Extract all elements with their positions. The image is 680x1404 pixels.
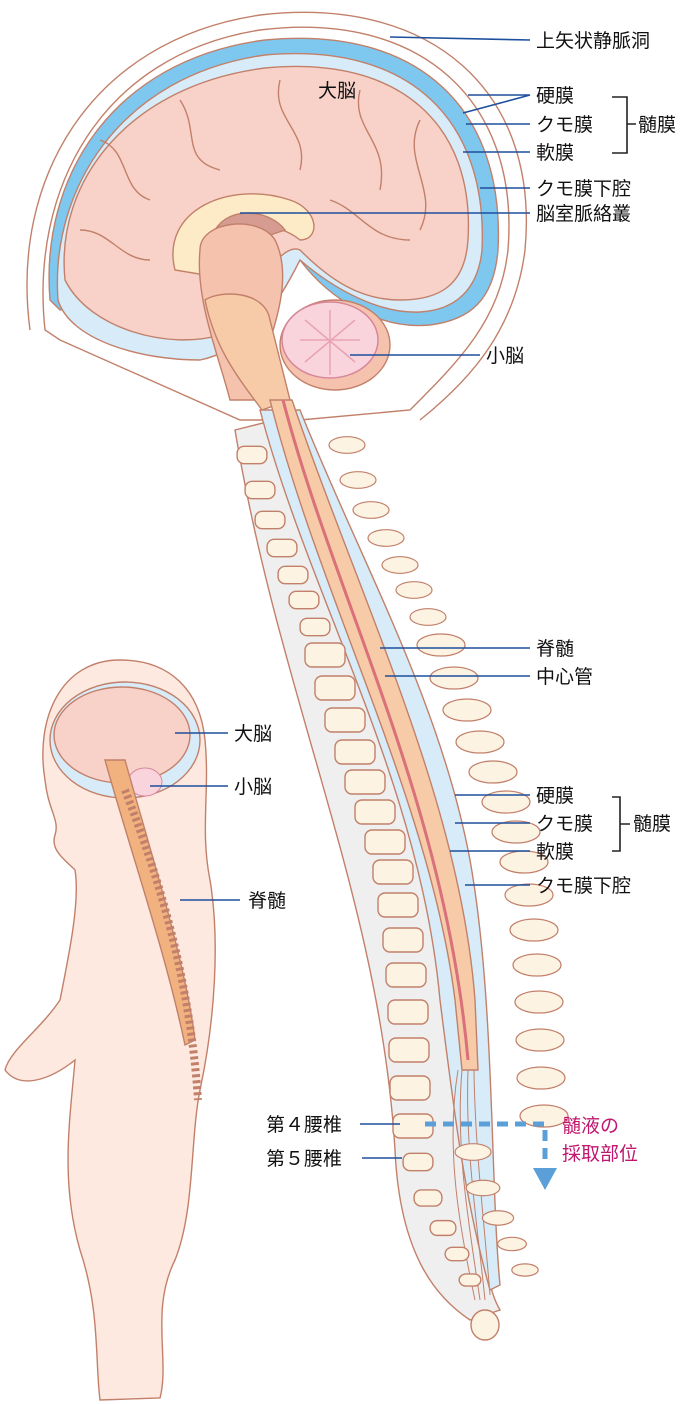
- spinous-process: [455, 730, 505, 754]
- vertebral-body: [254, 510, 286, 530]
- leader-lines: [150, 36, 636, 1159]
- label-spine-pia: 軟膜: [536, 841, 574, 863]
- label-spinal-cord: 脊髄: [536, 638, 574, 660]
- vertebral-body: [288, 590, 320, 610]
- csf-site-arrow: [425, 1121, 557, 1190]
- vertebral-body: [236, 445, 268, 465]
- adult-head: [26, 11, 527, 421]
- label-head-meninges: 髄膜: [638, 114, 676, 136]
- spinous-process: [509, 918, 559, 942]
- label-central-canal: 中心管: [536, 666, 593, 688]
- vertebral-body: [388, 1037, 430, 1063]
- spinous-process: [468, 760, 518, 784]
- spinous-process: [519, 1104, 569, 1128]
- spinous-process: [512, 953, 562, 977]
- label-spine-arachnoid: クモ膜: [536, 813, 593, 835]
- labels: 上矢状静脈洞 大脳 硬膜 クモ膜 髄膜 軟膜 クモ膜下腔 脳室脈絡叢 小脳 脊髄…: [234, 30, 676, 1170]
- spinous-process: [339, 471, 377, 489]
- label-l5: 第５腰椎: [266, 1148, 342, 1170]
- spinous-process: [442, 698, 492, 722]
- spinal-canal: [259, 409, 501, 1292]
- spinous-process: [367, 529, 405, 547]
- spinous-processes: [328, 436, 569, 1277]
- vertebral-body: [387, 999, 429, 1025]
- vertebral-body: [385, 962, 427, 988]
- vertebral-body: [334, 739, 376, 765]
- vertebral-body: [244, 480, 276, 500]
- vertebral-body: [382, 927, 424, 953]
- vertebral-body: [364, 829, 406, 855]
- spinous-process: [504, 883, 554, 907]
- label-spine-subarachnoid: クモ膜下腔: [536, 875, 631, 897]
- spinal-cord: [269, 399, 479, 1071]
- spinous-process: [395, 581, 433, 599]
- spinous-process: [454, 1143, 492, 1161]
- vertebral-body: [413, 1189, 443, 1207]
- spinous-process: [381, 556, 419, 574]
- spinous-process: [491, 820, 541, 844]
- spinous-process: [516, 1066, 566, 1090]
- spinous-process: [416, 633, 466, 657]
- label-spine-dura: 硬膜: [536, 785, 574, 807]
- vertebral-body: [429, 1219, 457, 1237]
- label-choroid-plexus: 脳室脈絡叢: [536, 203, 631, 225]
- spinous-process: [429, 666, 479, 690]
- spinous-process: [481, 790, 531, 814]
- central-canal: [281, 399, 470, 1061]
- spinous-process: [328, 436, 366, 454]
- infant-figure: [4, 659, 216, 1401]
- spinous-process: [511, 1263, 539, 1277]
- label-cerebellum: 小脳: [486, 345, 524, 367]
- vertebral-body: [299, 617, 331, 637]
- label-head-pia: 軟膜: [536, 142, 574, 164]
- gyri: [79, 79, 427, 261]
- spinous-process: [515, 1028, 565, 1052]
- vertebral-body: [444, 1246, 470, 1262]
- label-superior-sagittal-sinus: 上矢状静脈洞: [536, 30, 650, 52]
- vertebral-body: [354, 799, 396, 825]
- coccyx: [470, 1309, 500, 1341]
- cerebellum: [279, 299, 391, 391]
- vertebral-body: [314, 675, 356, 701]
- vertebral-body: [277, 565, 309, 585]
- label-l4: 第４腰椎: [266, 1114, 342, 1136]
- label-infant-cerebellum: 小脳: [234, 776, 272, 798]
- vertebral-body: [389, 1075, 431, 1101]
- spinous-process: [497, 1236, 528, 1252]
- label-infant-spinal-cord: 脊髄: [248, 890, 286, 912]
- label-head-dura: 硬膜: [536, 85, 574, 107]
- vertebral-body: [266, 538, 298, 558]
- label-spine-meninges: 髄膜: [633, 813, 671, 835]
- adult-spine: [234, 399, 569, 1341]
- vertebrae: [236, 445, 482, 1287]
- label-csf-site-line1: 髄液の: [562, 1115, 619, 1137]
- infant-body: [4, 659, 216, 1401]
- label-csf-site-line2: 採取部位: [562, 1143, 638, 1165]
- vertebral-body: [324, 707, 366, 733]
- spinous-process: [352, 501, 390, 519]
- vertebral-body: [344, 769, 386, 795]
- label-cerebrum: 大脳: [318, 80, 356, 102]
- spinous-process: [465, 1179, 501, 1197]
- infant-vertebral-column: [121, 788, 202, 1101]
- spinous-process: [514, 990, 564, 1014]
- vertebral-body: [377, 892, 419, 918]
- vertebral-body: [372, 859, 414, 885]
- vertebral-body: [402, 1152, 434, 1172]
- label-infant-cerebrum: 大脳: [234, 723, 272, 745]
- spinous-process: [481, 1210, 515, 1226]
- vertebral-body: [304, 642, 346, 668]
- label-head-arachnoid: クモ膜: [536, 114, 593, 136]
- spinous-process: [409, 608, 447, 626]
- vertebral-body: [458, 1273, 482, 1287]
- label-head-subarachnoid: クモ膜下腔: [536, 178, 631, 200]
- scalp-outline: [26, 11, 527, 421]
